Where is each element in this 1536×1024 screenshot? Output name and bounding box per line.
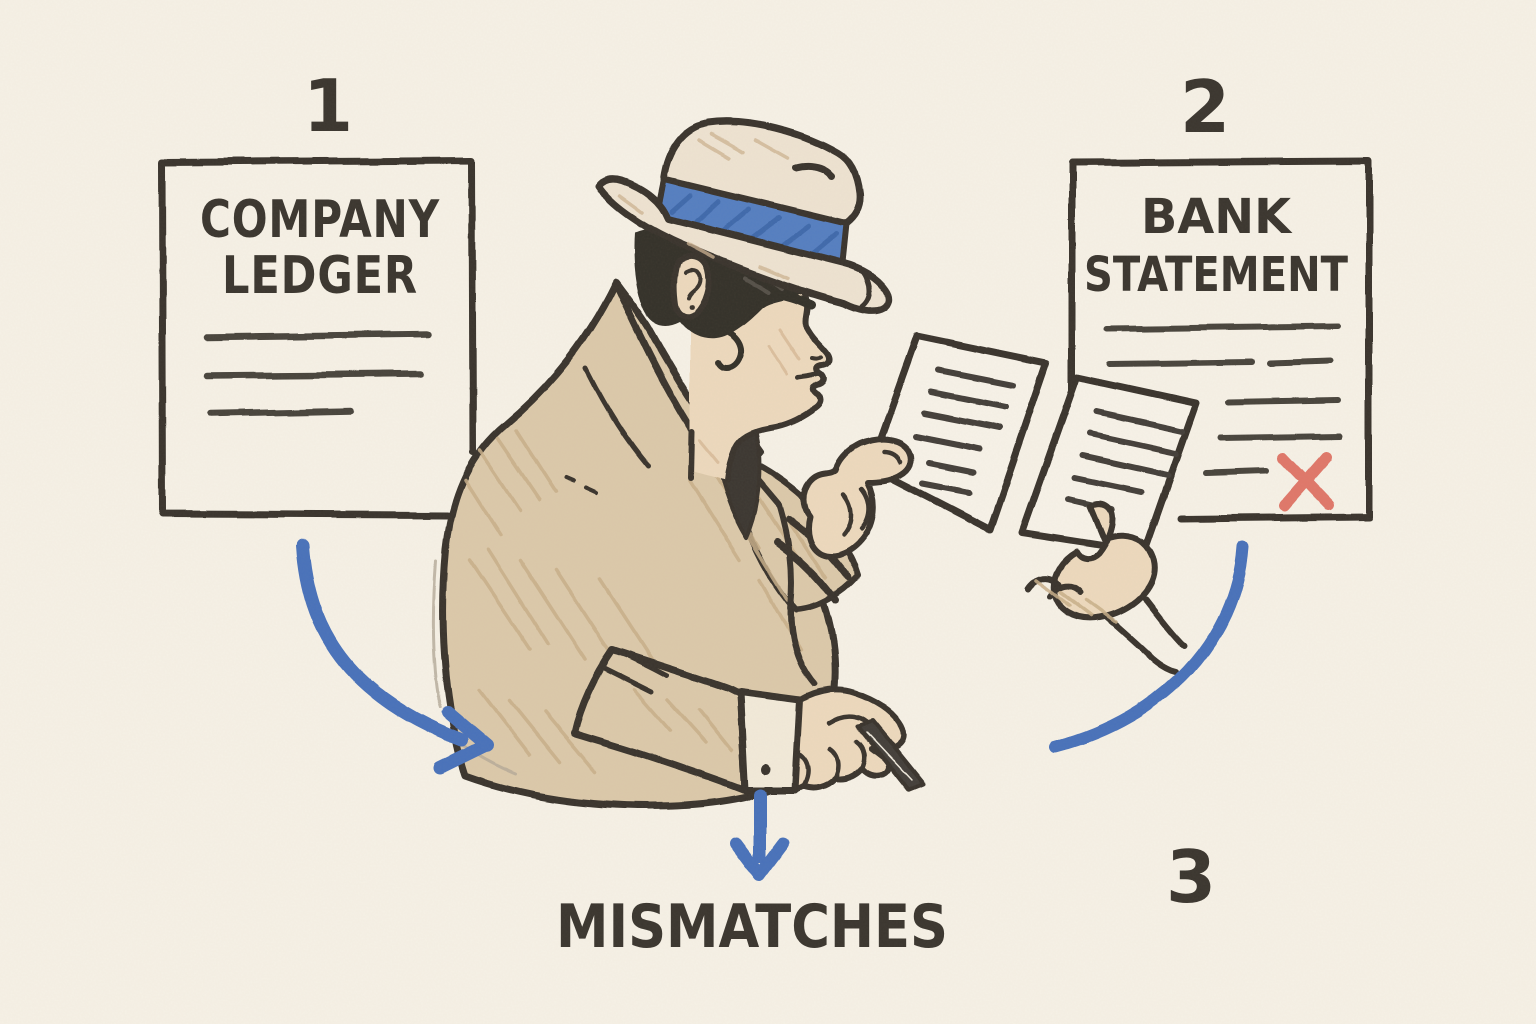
illustration-canvas: 1 COMPANY LEDGER 2 BANK STATEMENT 3 MISM… [0,0,1536,1024]
paper-texture-overlay [0,0,1536,1024]
reconciliation-illustration: 1 COMPANY LEDGER 2 BANK STATEMENT 3 MISM… [0,0,1536,1024]
